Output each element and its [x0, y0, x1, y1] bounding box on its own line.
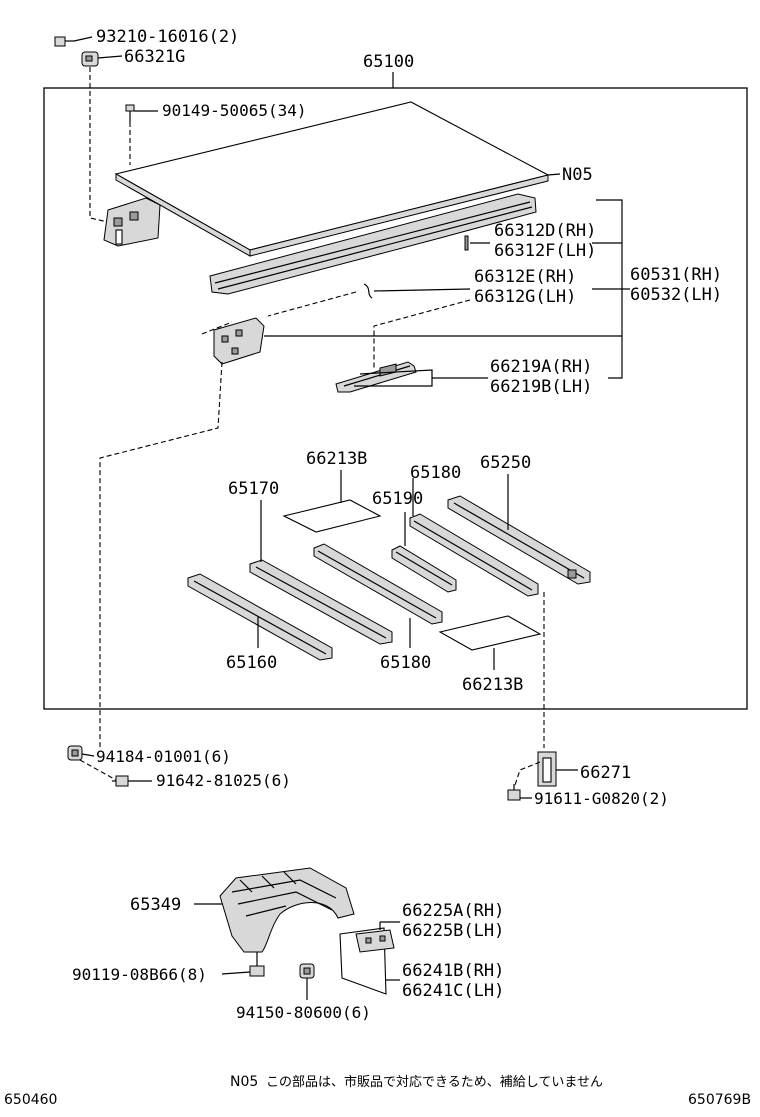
pad-66213B-bottom [438, 615, 542, 651]
label-66271: 66271 [580, 763, 631, 783]
label-65180-bottom: 65180 [380, 653, 431, 673]
member-65250 [447, 495, 591, 585]
label-91611-G0820: 91611-G0820(2) [534, 789, 669, 808]
label-66219A: 66219A(RH) [490, 357, 592, 377]
nut-66321G [81, 51, 99, 67]
member-65170 [249, 559, 393, 645]
pad-66213B-top [282, 499, 382, 533]
bracket-66225 [355, 929, 395, 953]
label-65100: 65100 [363, 52, 414, 72]
label-66312E: 66312E(RH) [474, 267, 576, 287]
label-N05: N05 [562, 165, 593, 185]
bolt-91642 [112, 775, 129, 787]
footer-right-code: 650769B [688, 1092, 751, 1108]
assembly-frame [43, 87, 748, 710]
bolt-91611 [507, 784, 521, 801]
dash-center [267, 291, 357, 317]
bolt-93210 [54, 36, 74, 47]
member-65160 [187, 573, 333, 661]
label-66241C: 66241C(LH) [402, 981, 504, 1001]
label-66312D: 66312D(RH) [494, 221, 596, 241]
bracket-66271 [537, 751, 557, 787]
dash-left-long [99, 361, 223, 748]
label-90119-08B66: 90119-08B66(8) [72, 965, 207, 984]
fender-65349 [219, 867, 355, 953]
label-65250: 65250 [480, 453, 531, 473]
hinge-bracket-left [103, 197, 161, 247]
dash-left-mid [201, 321, 233, 335]
footer-left-code: 650460 [4, 1092, 57, 1108]
label-65170: 65170 [228, 479, 279, 499]
side-rail [209, 193, 537, 295]
floor-panel-N05 [114, 101, 550, 257]
label-66219B: 66219B(LH) [490, 377, 592, 397]
dash-left-top [89, 67, 109, 223]
label-91642-81025: 91642-81025(6) [156, 771, 291, 790]
bolt-90119 [249, 952, 265, 977]
label-65160: 65160 [226, 653, 277, 673]
label-65180-top: 65180 [410, 463, 461, 483]
member-65190 [391, 545, 457, 593]
label-66225A: 66225A(RH) [402, 901, 504, 921]
label-94150-80600: 94150-80600(6) [236, 1003, 371, 1022]
label-60531: 60531(RH) [630, 265, 722, 285]
label-66321G: 66321G [124, 47, 185, 67]
label-65349: 65349 [130, 895, 181, 915]
footer-note-text: この部品は、市販品で対応できるため、補給していません [266, 1074, 603, 1090]
nut-94184 [67, 745, 83, 761]
label-60532: 60532(LH) [630, 285, 722, 305]
pin-66312D [464, 235, 469, 251]
nut-94150 [299, 963, 315, 979]
label-93210-16016: 93210-16016(2) [96, 27, 239, 47]
clip-66312E [363, 283, 373, 299]
member-65180-top [409, 513, 539, 597]
label-65190: 65190 [372, 489, 423, 509]
footer-note-code: N05 [230, 1074, 258, 1090]
label-66241B: 66241B(RH) [402, 961, 504, 981]
label-90149-50065: 90149-50065(34) [162, 101, 307, 120]
member-65180-mid [313, 543, 443, 625]
screw-90149 [125, 104, 135, 122]
label-66225B: 66225B(LH) [402, 921, 504, 941]
label-66312G: 66312G(LH) [474, 287, 576, 307]
label-66213B-bottom: 66213B [462, 675, 523, 695]
hinge-bracket-mid [213, 317, 265, 365]
label-66312F: 66312F(LH) [494, 241, 596, 261]
bracket-66219 [335, 361, 417, 393]
label-66213B-top: 66213B [306, 449, 367, 469]
dash-center-2 [373, 299, 471, 370]
label-94184-01001: 94184-01001(6) [96, 747, 231, 766]
